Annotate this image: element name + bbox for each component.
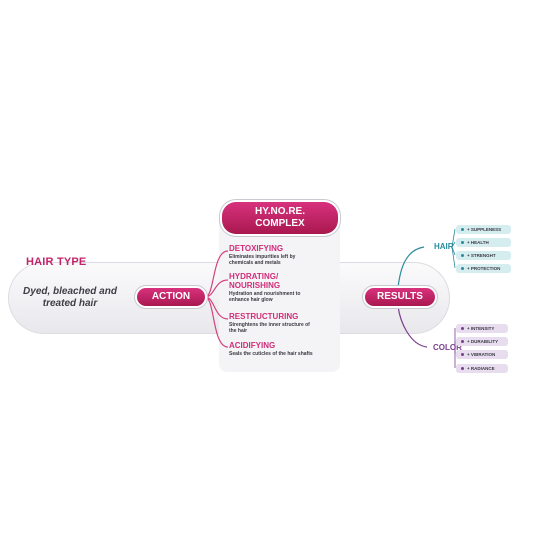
action-item-detoxifying: DETOXIFYING Eliminates impurities left b… (229, 244, 339, 266)
hair-result-tag: + STRENGHT (456, 251, 511, 260)
action-item-description: Strenghtens the inner structure of the h… (229, 322, 310, 334)
bullet-dot-icon (461, 352, 464, 356)
hair-type-description: Dyed, bleached and treated hair (23, 286, 117, 309)
color-result-tag: + INTENSITY (456, 324, 508, 333)
hair-result-tag: + PROTECTION (456, 264, 511, 273)
bullet-dot-icon (461, 253, 464, 257)
bullet-dot-icon (461, 366, 464, 370)
action-item-title: ACIDIFYING (229, 341, 276, 350)
connector-results-hair (397, 246, 425, 289)
complex-line-1: HY.NO.RE. (254, 206, 305, 217)
connector-action-detoxifying (204, 250, 229, 298)
action-node: ACTION (137, 288, 205, 306)
results-node: RESULTS (365, 288, 435, 306)
color-branch-label: COLOR (433, 343, 462, 352)
action-item-description: Seals the cuticles of the hair shafts (229, 351, 313, 357)
action-item-title: HYDRATING/ NOURISHING (229, 272, 281, 290)
hair-result-tag: + HEALTH (456, 238, 511, 247)
complex-node: HY.NO.RE. COMPLEX (222, 202, 338, 234)
color-result-tag: + VIBRATION (456, 350, 508, 359)
connector-action-hydrating (204, 279, 229, 298)
bullet-dot-icon (461, 240, 464, 244)
bullet-dot-icon (461, 266, 464, 270)
bullet-dot-icon (461, 227, 464, 231)
action-item-restructuring: RESTRUCTURING Strenghtens the inner stru… (229, 312, 339, 334)
action-item-title: RESTRUCTURING (229, 312, 299, 321)
hair-type-label: HAIR TYPE (26, 256, 87, 268)
connector-results-color (397, 305, 428, 348)
action-item-description: Hydration and nourishment to enhance hai… (229, 291, 301, 303)
complex-panel (219, 214, 340, 372)
connector-action-acidifying (204, 296, 229, 348)
complex-line-2: COMPLEX (255, 218, 305, 229)
action-item-description: Eliminates impurities left by chemicals … (229, 254, 296, 266)
bullet-dot-icon (461, 326, 464, 330)
bullet-dot-icon (461, 339, 464, 343)
color-result-tag: + RADIANCE (456, 364, 508, 373)
color-result-tag: + DURABILITY (456, 337, 508, 346)
hair-branch-label: HAIR (434, 242, 454, 251)
action-item-title: DETOXIFYING (229, 244, 284, 253)
action-item-acidifying: ACIDIFYING Seals the cuticles of the hai… (229, 341, 339, 357)
hair-result-tag: + SUPPLENESS (456, 225, 511, 234)
action-item-hydrating: HYDRATING/ NOURISHING Hydration and nour… (229, 272, 339, 303)
